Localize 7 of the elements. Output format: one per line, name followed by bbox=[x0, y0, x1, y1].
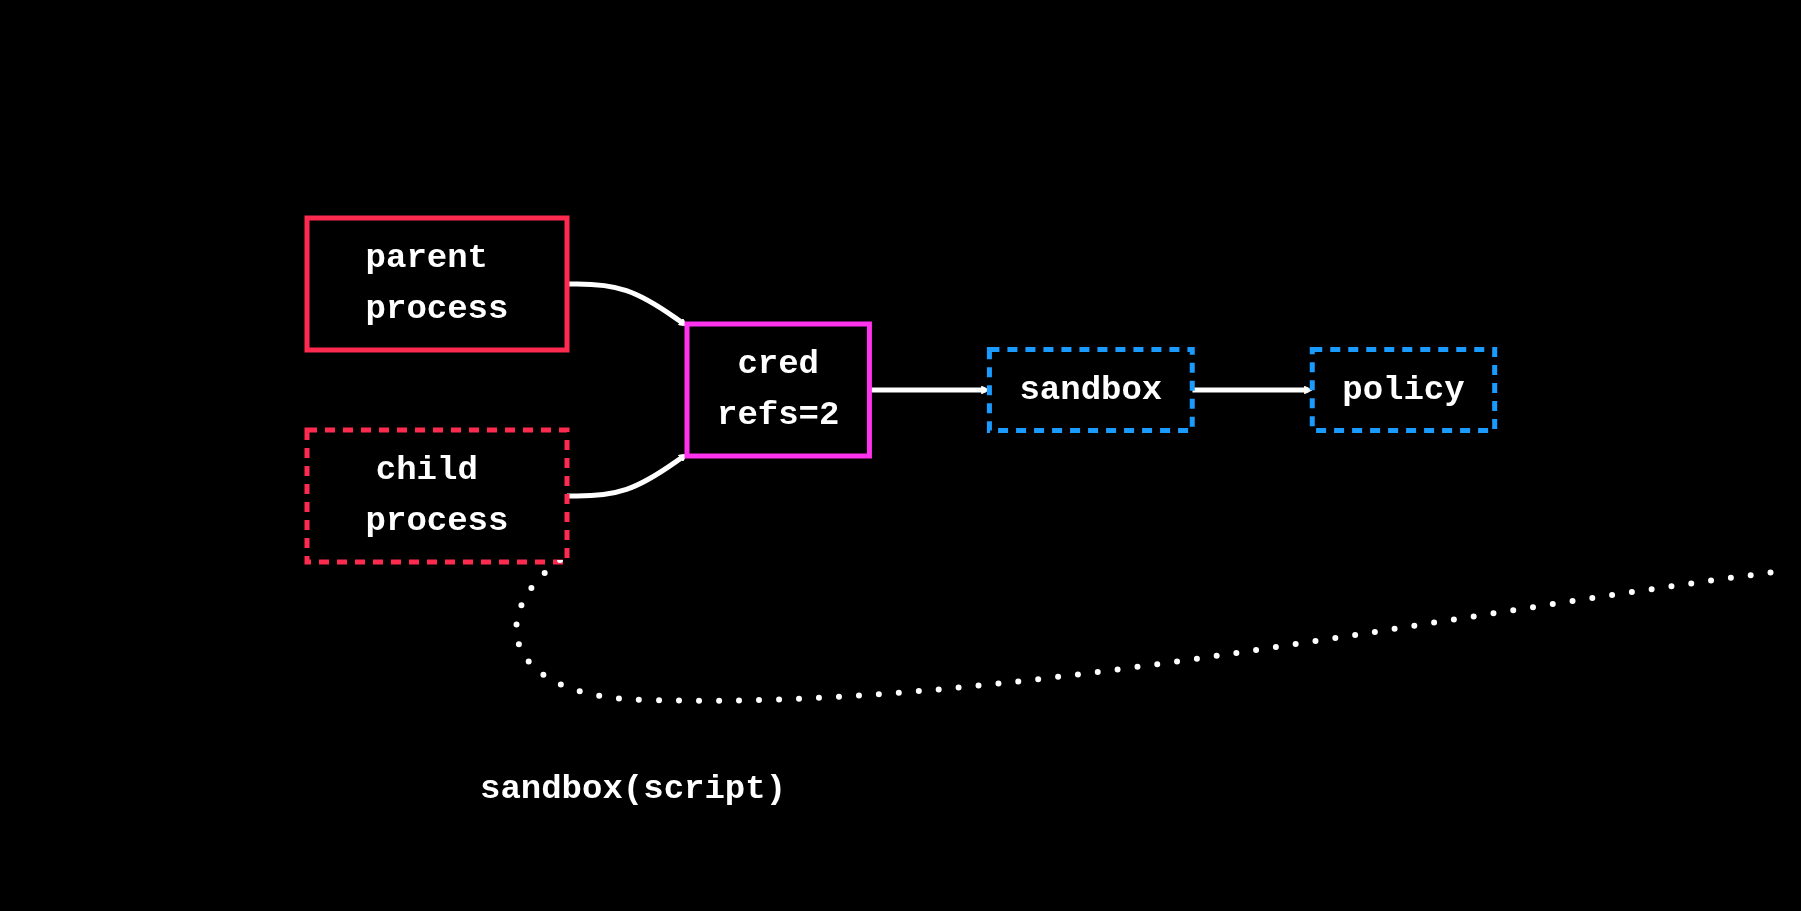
node-box: policy bbox=[1309, 347, 1497, 433]
node-box: sandbox bbox=[986, 347, 1195, 433]
code-label: sandbox(script) bbox=[480, 770, 787, 808]
node-box: cred refs=2 bbox=[684, 321, 872, 459]
node-box: parent process bbox=[304, 215, 570, 353]
arrow bbox=[869, 385, 990, 395]
node-box: child process bbox=[304, 427, 570, 565]
